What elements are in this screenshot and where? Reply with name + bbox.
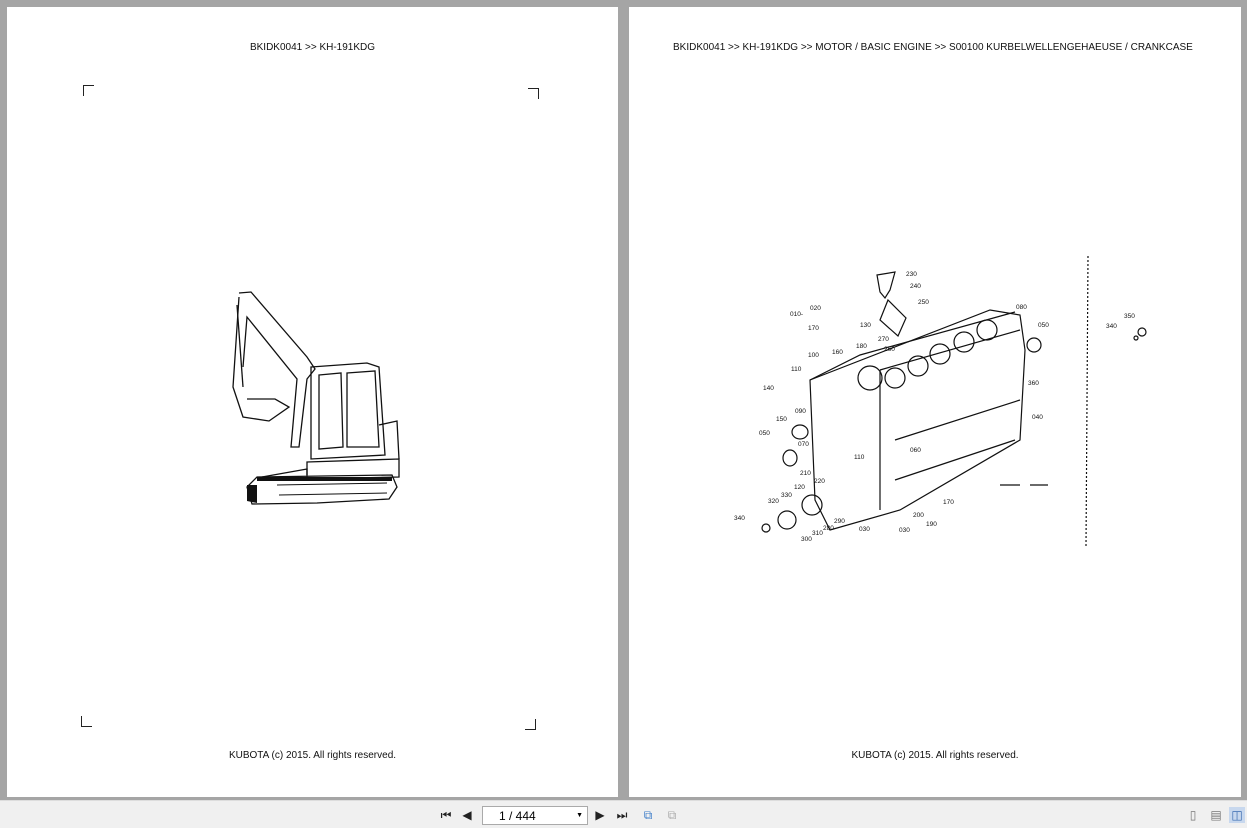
page-header: BKIDK0041 >> KH-191KDG (249, 42, 376, 53)
part-callout: 360 (1028, 380, 1039, 387)
two-page-icon[interactable]: ◫ (1229, 807, 1245, 823)
crop-mark (528, 88, 539, 99)
part-callout: 120 (794, 484, 805, 491)
part-callout: 200 (913, 512, 924, 519)
part-callout: 300 (801, 536, 812, 543)
part-callout: 130 (860, 322, 871, 329)
part-callout: 100 (808, 352, 819, 359)
part-callout: 110 (791, 366, 802, 373)
previous-page-icon[interactable]: ◀ (462, 808, 472, 822)
part-callout: 330 (781, 492, 792, 499)
crop-mark (83, 85, 94, 96)
next-view-icon[interactable]: ⧉ (667, 807, 677, 822)
part-callout: 180 (856, 343, 867, 350)
part-callout: 140 (763, 385, 774, 392)
page-footer: KUBOTA (c) 2015. All rights reserved. (228, 750, 397, 761)
part-callout: 320 (768, 498, 779, 505)
part-callout: 260 (884, 346, 895, 353)
part-callout: 050 (1038, 322, 1049, 329)
chevron-down-icon[interactable]: ▼ (576, 812, 583, 819)
part-callout: 020 (810, 305, 821, 312)
part-callout: 240 (910, 283, 921, 290)
part-callout: 210 (800, 470, 811, 477)
crop-mark (81, 716, 92, 727)
part-callout: 030 (899, 527, 910, 534)
excavator-illustration (232, 291, 400, 505)
part-callout: 340 (1106, 323, 1117, 330)
part-callout: 040 (1032, 414, 1043, 421)
part-callout: 050 (759, 430, 770, 437)
part-callout: 160 (832, 349, 843, 356)
continuous-icon[interactable]: ▤ (1210, 808, 1222, 822)
page-footer: KUBOTA (c) 2015. All rights reserved. (851, 750, 1019, 761)
part-callout: 070 (798, 441, 809, 448)
part-callout: 150 (776, 416, 787, 423)
single-page-icon[interactable]: ▯ (1189, 808, 1197, 822)
part-callout: 010- (790, 311, 803, 318)
part-callout: 190 (926, 521, 937, 528)
part-callout: 230 (906, 271, 917, 278)
part-callout: 080 (1016, 304, 1027, 311)
part-callout: 030 (859, 526, 870, 533)
part-callout: 250 (918, 299, 929, 306)
last-page-icon[interactable]: ⏭ (616, 807, 628, 822)
part-callout: 170 (808, 325, 819, 332)
pdf-toolbar: ⏮ ◀ 1 / 444 ▼ ▶ ⏭ ⧉ ⧉ ▯ ▤ ◫ (0, 800, 1247, 828)
part-callout: 340 (734, 515, 745, 522)
part-callout: 110 (854, 454, 865, 461)
first-page-icon[interactable]: ⏮ (440, 807, 452, 822)
page-indicator: 1 / 444 (499, 808, 536, 823)
part-callout: 170 (943, 499, 954, 506)
part-callout: 280 (823, 525, 834, 532)
part-callout: 350 (1124, 313, 1135, 320)
part-callout: 310 (812, 530, 823, 537)
part-callout: 060 (910, 447, 921, 454)
part-callout: 220 (814, 478, 825, 485)
page-header: BKIDK0041 >> KH-191KDG >> MOTOR / BASIC … (673, 42, 1193, 53)
page-2: BKIDK0041 >> KH-191KDG >> MOTOR / BASIC … (629, 7, 1241, 797)
part-callout: 290 (834, 518, 845, 525)
page-1: BKIDK0041 >> KH-191KDG KUBOTA (c) 2015. … (7, 7, 618, 797)
next-page-icon[interactable]: ▶ (595, 808, 605, 822)
previous-view-icon[interactable]: ⧉ (643, 807, 653, 822)
part-callout: 090 (795, 408, 806, 415)
page-number-input[interactable]: 1 / 444 ▼ (482, 806, 588, 825)
crankcase-diagram: 230 240 250 010- 020 170 130 270 180 260 160 100 110… (734, 255, 1147, 547)
part-callout: 270 (878, 336, 889, 343)
crop-mark (525, 719, 536, 730)
